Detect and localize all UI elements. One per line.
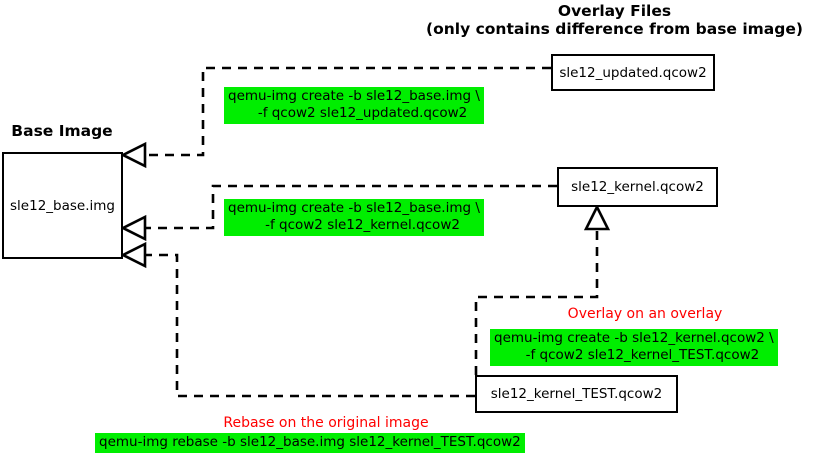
base-image-box: sle12_base.img (2, 152, 123, 259)
overlay-files-title-line2: (only contains difference from base imag… (426, 20, 803, 39)
overlay-box-kernel-test-label: sle12_kernel_TEST.qcow2 (490, 386, 663, 402)
overlay-box-kernel-test: sle12_kernel_TEST.qcow2 (475, 375, 678, 413)
base-image-label: sle12_base.img (10, 197, 115, 214)
arrowhead-base-middle (120, 214, 147, 242)
command-create-kernel-test: qemu-img create -b sle12_kernel.qcow2 \ … (490, 329, 778, 366)
arrowhead-base-bottom (120, 241, 147, 269)
overlay-files-title: Overlay Files (only contains difference … (400, 2, 829, 39)
overlay-box-kernel-label: sle12_kernel.qcow2 (571, 179, 704, 195)
overlay-box-kernel: sle12_kernel.qcow2 (557, 167, 718, 207)
overlay-files-title-line1: Overlay Files (557, 2, 672, 20)
annotation-rebase-original: Rebase on the original image (223, 415, 429, 431)
command-create-kernel: qemu-img create -b sle12_base.img \ -f q… (224, 199, 484, 236)
annotation-overlay-on-overlay: Overlay on an overlay (567, 306, 723, 322)
arrowhead-kernel-bottom (583, 204, 611, 231)
command-create-updated: qemu-img create -b sle12_base.img \ -f q… (224, 87, 484, 124)
overlay-box-updated-label: sle12_updated.qcow2 (559, 64, 707, 81)
arrowhead-base-top (120, 141, 147, 169)
command-rebase: qemu-img rebase -b sle12_base.img sle12_… (95, 433, 525, 453)
connector-test-to-base (132, 253, 475, 398)
base-image-title: Base Image (11, 122, 113, 140)
overlay-box-updated: sle12_updated.qcow2 (551, 54, 715, 91)
